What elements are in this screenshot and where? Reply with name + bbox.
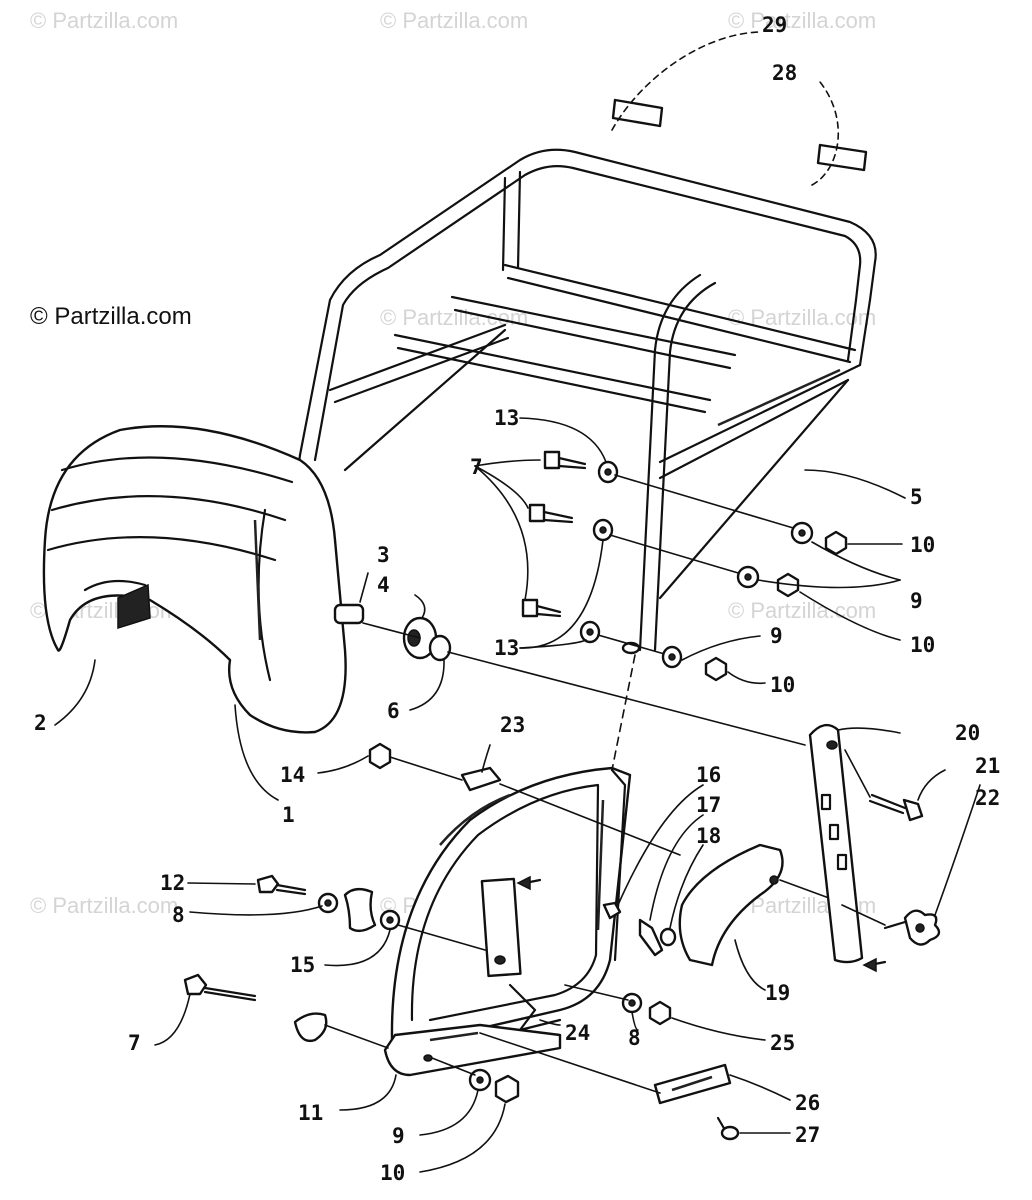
callout-7: 7 bbox=[470, 455, 483, 479]
bolt-12 bbox=[256, 874, 307, 896]
callout-10: 10 bbox=[770, 673, 795, 697]
nut-10-bottom bbox=[494, 1074, 520, 1104]
nut-10-lower bbox=[704, 656, 728, 682]
callout-5: 5 bbox=[910, 485, 923, 509]
callout-27: 27 bbox=[795, 1123, 820, 1147]
nut-25 bbox=[648, 1000, 672, 1026]
bracket-11 bbox=[339, 1023, 562, 1111]
callout-29: 29 bbox=[762, 13, 787, 37]
stud-16 bbox=[602, 784, 704, 920]
callout-10: 10 bbox=[910, 533, 935, 557]
callout-4: 4 bbox=[377, 573, 390, 597]
callout-28: 28 bbox=[772, 61, 797, 85]
watermark: © Partzilla.com bbox=[380, 8, 529, 33]
callout-7: 7 bbox=[128, 1031, 141, 1055]
callout-14: 14 bbox=[280, 763, 305, 787]
callout-25: 25 bbox=[770, 1031, 795, 1055]
clip-plate bbox=[343, 887, 377, 933]
bolt-21 bbox=[844, 749, 946, 822]
plate-26 bbox=[653, 1063, 732, 1105]
clip bbox=[293, 1012, 328, 1043]
hinge-frame-24 bbox=[390, 766, 632, 1048]
washer-8-left bbox=[317, 892, 339, 914]
callout-15: 15 bbox=[290, 953, 315, 977]
rack-frame bbox=[296, 148, 906, 655]
callout-23: 23 bbox=[500, 713, 525, 737]
callout-10: 10 bbox=[380, 1161, 405, 1185]
washer-9-lower bbox=[661, 645, 683, 669]
watermark: © Partzilla.com bbox=[30, 8, 179, 33]
callout-18: 18 bbox=[696, 824, 721, 848]
callout-9: 9 bbox=[910, 589, 923, 613]
callout-24: 24 bbox=[565, 1021, 590, 1045]
callout-10: 10 bbox=[910, 633, 935, 657]
callout-3: 3 bbox=[377, 543, 390, 567]
clip-23 bbox=[460, 744, 502, 792]
washer-18 bbox=[659, 844, 704, 947]
backrest-pad bbox=[42, 425, 347, 801]
callout-8: 8 bbox=[172, 903, 185, 927]
decal-29 bbox=[611, 98, 664, 128]
washer-8-right bbox=[621, 992, 643, 1014]
washer-13-upper bbox=[597, 460, 619, 484]
callout-8: 8 bbox=[628, 1026, 641, 1050]
callout-13: 13 bbox=[494, 406, 519, 430]
callout-19: 19 bbox=[765, 981, 790, 1005]
screw-27 bbox=[716, 1116, 740, 1141]
washer-9-bottom bbox=[468, 1068, 492, 1092]
callout-12: 12 bbox=[160, 871, 185, 895]
washer-9-middle bbox=[736, 565, 760, 589]
knob-22 bbox=[883, 784, 981, 946]
washer-13-lower bbox=[579, 620, 601, 644]
callout-13: 13 bbox=[494, 636, 519, 660]
watermark: © Partzilla.com bbox=[728, 598, 877, 623]
clip-17 bbox=[638, 814, 704, 957]
callout-21: 21 bbox=[975, 754, 1000, 778]
watermark: © Partzilla.com bbox=[728, 8, 877, 33]
nut-10-upper bbox=[824, 530, 848, 556]
bolt-7-lower bbox=[521, 598, 562, 618]
washer-13-middle bbox=[592, 518, 614, 542]
stud-3 bbox=[333, 572, 369, 625]
watermark: © Partzilla.com bbox=[30, 893, 179, 918]
callout-16: 16 bbox=[696, 763, 721, 787]
bolt-7-upper bbox=[543, 450, 587, 470]
callout-22: 22 bbox=[975, 786, 1000, 810]
callout-2: 2 bbox=[34, 711, 47, 735]
callout-26: 26 bbox=[795, 1091, 820, 1115]
washer-9-upper bbox=[790, 521, 814, 545]
callout-9: 9 bbox=[392, 1124, 405, 1148]
callout-20: 20 bbox=[955, 721, 980, 745]
nut-14 bbox=[368, 742, 392, 770]
copyright-label: © Partzilla.com bbox=[30, 303, 192, 330]
callout-6: 6 bbox=[387, 699, 400, 723]
pad-19 bbox=[678, 843, 784, 991]
callout-1: 1 bbox=[282, 803, 295, 827]
callout-11: 11 bbox=[298, 1101, 323, 1125]
washer-6 bbox=[409, 634, 452, 711]
washer-15 bbox=[379, 909, 401, 931]
callout-17: 17 bbox=[696, 793, 721, 817]
bolt-7-lower-left bbox=[154, 973, 257, 1046]
bolt-7-middle bbox=[528, 503, 574, 524]
strap-20 bbox=[808, 723, 901, 973]
callout-9: 9 bbox=[770, 624, 783, 648]
decal-28 bbox=[816, 143, 868, 172]
